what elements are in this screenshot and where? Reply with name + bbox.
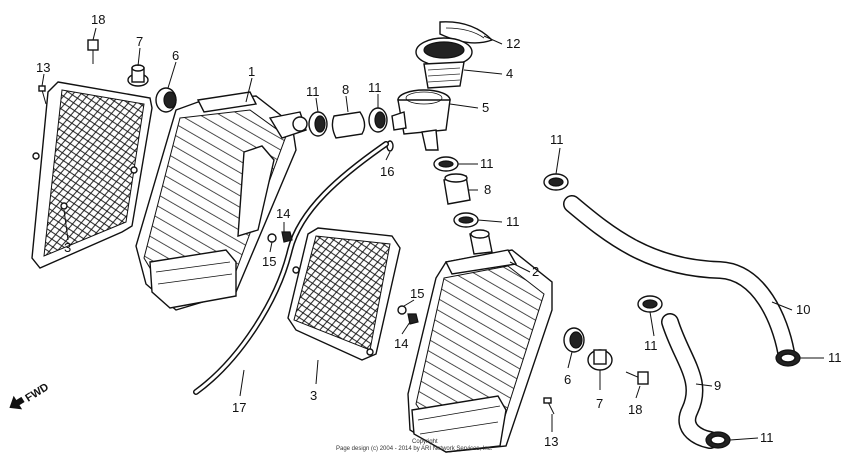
callout-11: 11 [760, 430, 774, 445]
copyright-line-1: Copyright [412, 439, 438, 445]
right-radiator [407, 229, 553, 453]
left-radiator-grille [31, 81, 153, 269]
callout-12: 12 [506, 36, 520, 51]
hose-clamp-11-h [705, 431, 731, 449]
nut-14-center [407, 313, 419, 325]
callout-6: 6 [172, 48, 179, 63]
left-radiator [135, 91, 308, 311]
callout-14: 14 [394, 336, 408, 351]
callout-11: 11 [368, 80, 382, 95]
hose-clamp-11-c [433, 156, 459, 172]
callout-4: 4 [506, 66, 513, 81]
hose-clamp-11-b [368, 107, 388, 133]
washer-15-center [397, 305, 407, 315]
radiator-cap-4 [415, 37, 473, 89]
callout-15: 15 [262, 254, 276, 269]
callout-11: 11 [306, 84, 320, 99]
callout-11: 11 [828, 350, 842, 365]
callout-3: 3 [310, 388, 317, 403]
callout-7: 7 [136, 34, 143, 49]
callout-13: 13 [36, 60, 50, 75]
hose-clamp-11-d [453, 212, 479, 228]
callout-2: 2 [532, 264, 539, 279]
callout-17: 17 [232, 400, 246, 415]
callout-3: 3 [64, 240, 71, 255]
forward-direction-indicator: FWD [9, 381, 51, 410]
callout-11: 11 [506, 214, 520, 229]
copyright-line-2: Page design (c) 2004 - 2014 by ARI Netwo… [336, 446, 493, 452]
grommet-6-left [155, 87, 177, 113]
hose-8-upper [331, 111, 366, 139]
hose-clamp-11-e [543, 173, 569, 191]
bolt-18-right [625, 371, 649, 385]
filler-neck-5 [391, 89, 451, 151]
callout-10: 10 [796, 302, 810, 317]
callout-11: 11 [480, 156, 494, 171]
radiator-hose-10 [563, 195, 795, 361]
hose-clamp-11-f [775, 349, 801, 367]
fwd-arrow-icon [9, 395, 25, 410]
callout-8: 8 [484, 182, 491, 197]
callout-7: 7 [596, 396, 603, 411]
collar-7-left [127, 64, 149, 87]
callout-5: 5 [482, 100, 489, 115]
leader-lines [41, 27, 824, 441]
grommet-6-right [563, 327, 585, 353]
callout-9: 9 [714, 378, 721, 393]
callout-8: 8 [342, 82, 349, 97]
screw-13-left [38, 85, 47, 105]
bolt-18-left [87, 39, 99, 64]
nut-14-left [281, 231, 293, 243]
overflow-tube-17 [193, 141, 389, 395]
hose-8-lower [443, 173, 471, 205]
callout-1: 1 [248, 64, 255, 79]
collar-7-right [587, 349, 613, 371]
washer-15-left [267, 233, 277, 243]
callout-labels: 18 13 7 6 1 11 8 11 12 4 5 16 11 8 11 3 … [36, 12, 842, 449]
right-radiator-grille [287, 227, 401, 361]
callout-16: 16 [380, 164, 394, 179]
callout-18: 18 [91, 12, 105, 27]
radiator-hose-9 [661, 313, 719, 449]
callout-15: 15 [410, 286, 424, 301]
callout-6: 6 [564, 372, 571, 387]
callout-11: 11 [644, 338, 658, 353]
callout-13: 13 [544, 434, 558, 449]
copyright-notice: Copyright Page design (c) 2004 - 2014 by… [336, 439, 493, 452]
callout-18: 18 [628, 402, 642, 417]
fwd-label: FWD [23, 381, 51, 404]
callout-11: 11 [550, 132, 564, 147]
hose-clamp-11-a [308, 111, 328, 137]
callout-14: 14 [276, 206, 290, 221]
hose-clamp-11-g [637, 295, 663, 313]
screw-13-right [543, 397, 555, 415]
